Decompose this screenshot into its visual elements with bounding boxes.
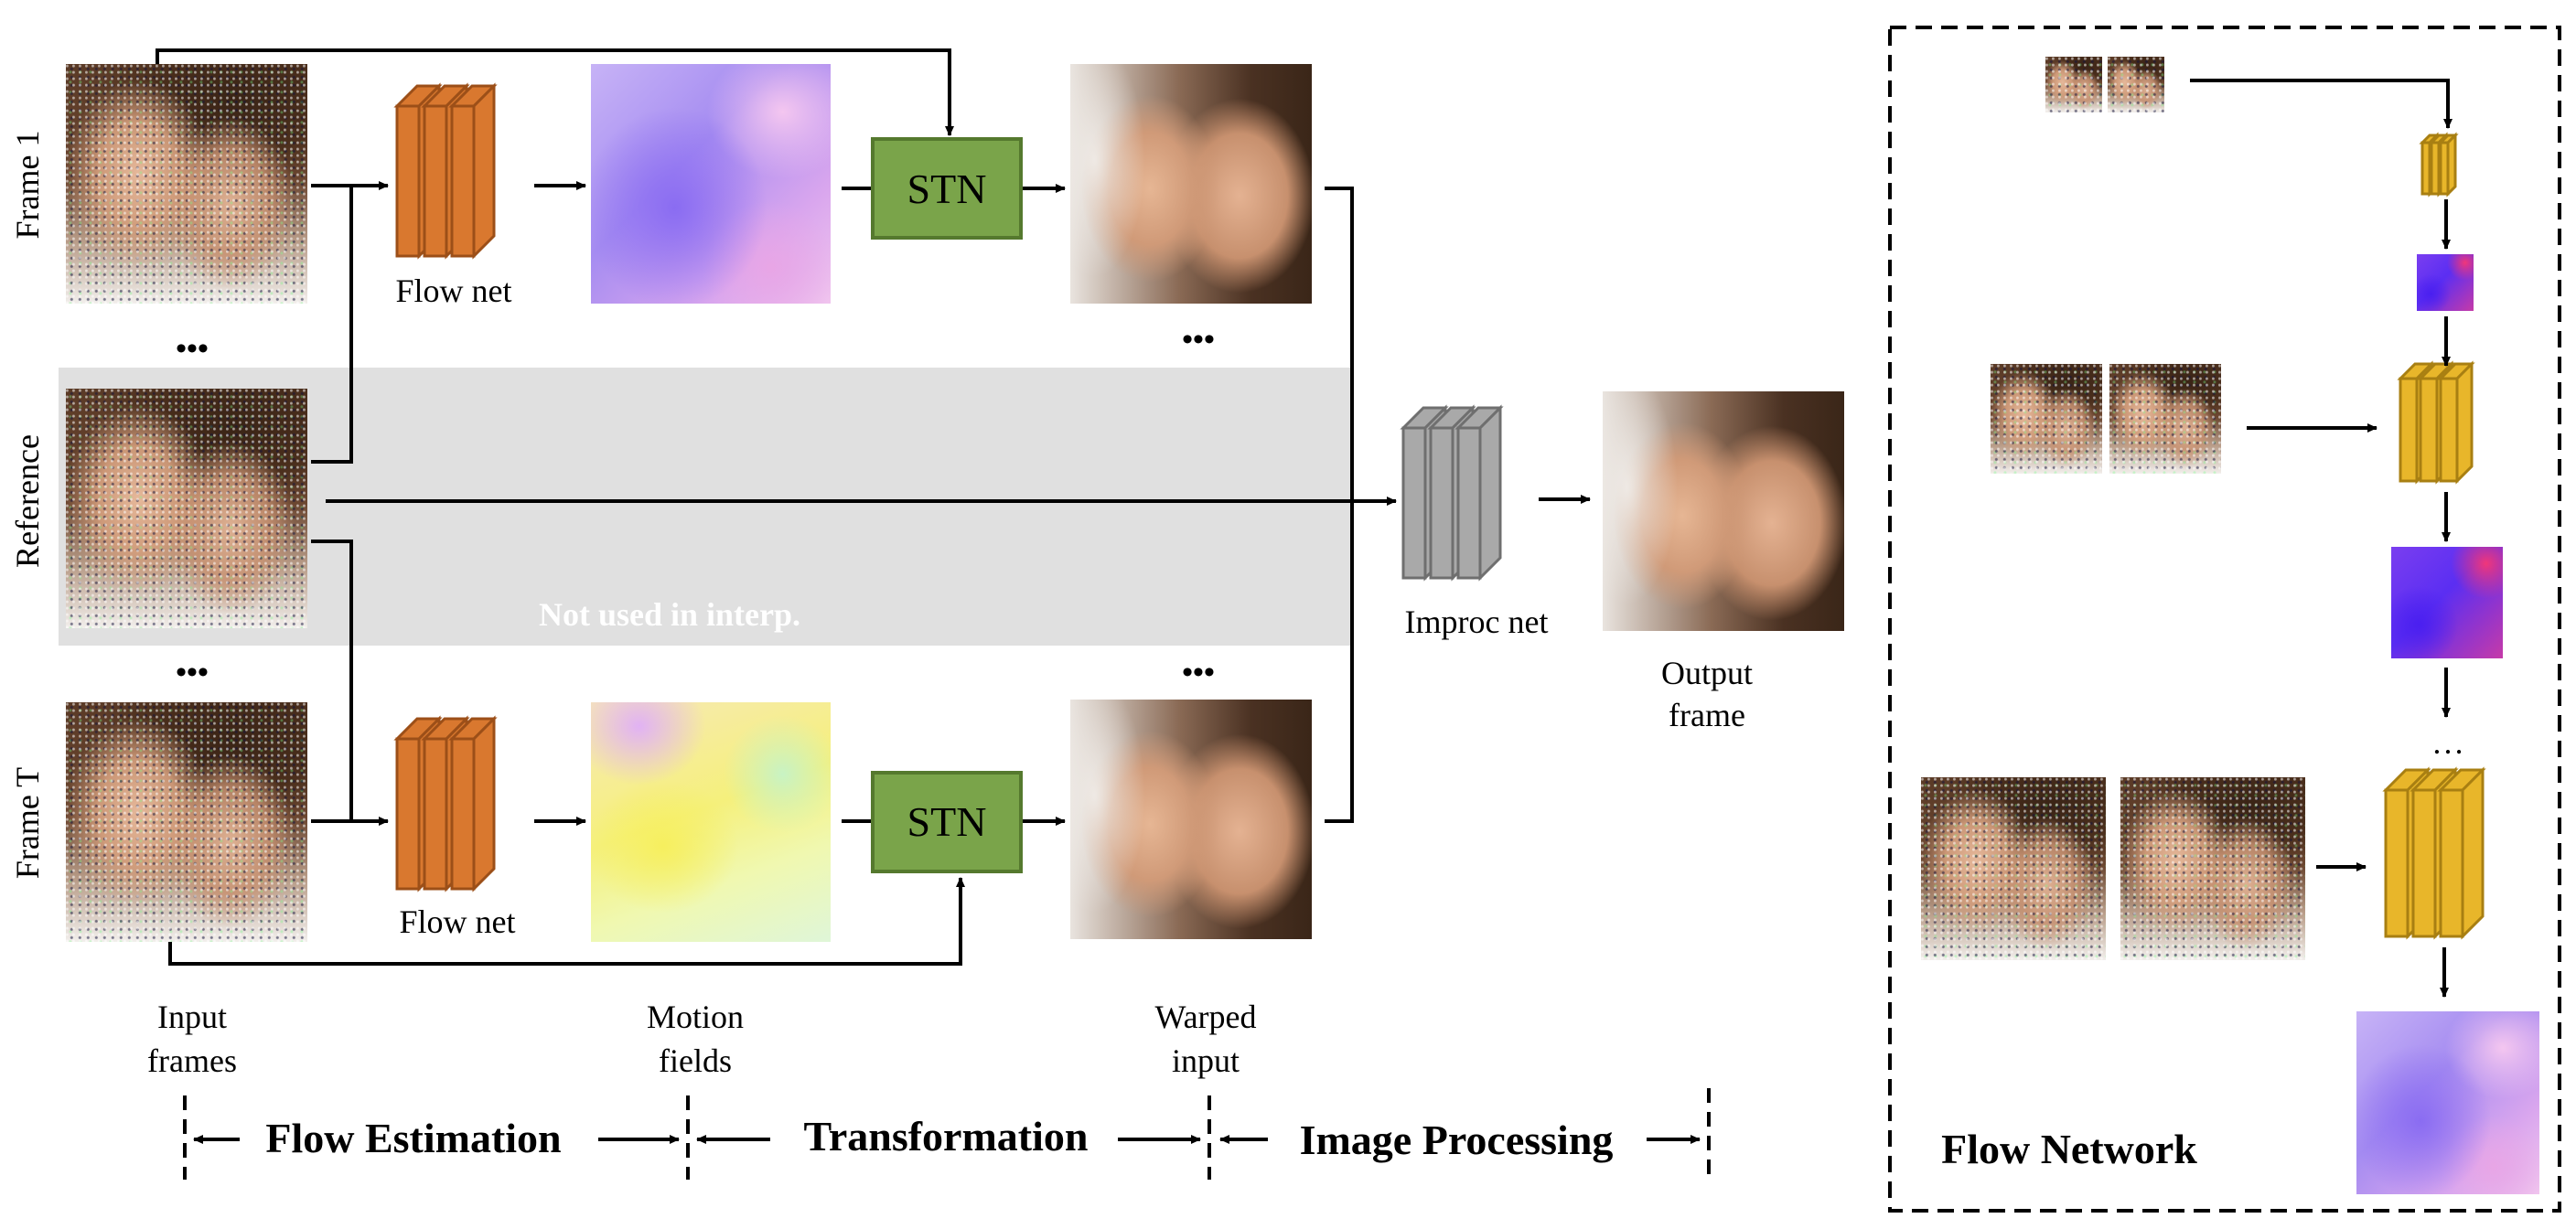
output-frame-label-1: Output [1661, 655, 1753, 691]
conv-slab-front [2430, 141, 2441, 196]
conv-slab-front [2439, 141, 2450, 196]
conv-slab-front [1401, 426, 1427, 580]
reference-band-note: Not used in interp. [539, 596, 800, 633]
flow-network-large-icon [2382, 766, 2486, 940]
flow-network-large-frame-b [2120, 777, 2305, 960]
conv-slab-front [450, 104, 476, 258]
input-reference-image [66, 389, 307, 628]
conv-slab-front [423, 737, 448, 891]
conv-slab-side [2455, 360, 2474, 485]
flow-net-bottom-icon [393, 715, 498, 892]
skip-line-bottom [168, 877, 965, 966]
conv-slab-side [1478, 404, 1502, 582]
conv-slab-front [2439, 788, 2464, 938]
conv-slab-front [450, 737, 476, 891]
conv-slab-side [472, 715, 496, 892]
conv-slab-front [2384, 788, 2410, 938]
stage-label-image-processing: Image Processing [1300, 1117, 1614, 1163]
stn-top-box [871, 137, 1023, 240]
fn-arrow-tiny-to-block [2190, 79, 2453, 129]
column-label-input-1: Input [157, 999, 227, 1035]
side-label-frame-t: Frame T [9, 767, 46, 879]
column-label-warped-1: Warped [1154, 999, 1256, 1035]
flow-net-top-label: Flow net [395, 273, 511, 309]
ellipsis-flow-network: … [2431, 724, 2464, 761]
input-frame-t-image [66, 702, 307, 942]
output-frame-image [1603, 391, 1844, 631]
column-label-motion-2: fields [659, 1042, 732, 1079]
flow-network-large-frame-a [1921, 777, 2106, 960]
conv-slab-front [2411, 788, 2437, 938]
conv-slab-side [472, 82, 496, 260]
improc-net-icon [1400, 404, 1504, 582]
warped-input-bottom-image [1070, 700, 1312, 939]
flow-network-flow-medium [2391, 547, 2503, 658]
stn-bottom-box [871, 771, 1023, 873]
column-label-motion-1: Motion [647, 999, 744, 1035]
flow-network-tiny-frame-a [2045, 57, 2102, 112]
ellipsis-warped-top: ••• [1182, 323, 1215, 357]
skip-line-top [156, 48, 954, 136]
flow-network-mid-icon [2397, 360, 2475, 485]
ellipsis-warped-bottom: ••• [1182, 656, 1215, 689]
stage-label-transformation: Transformation [804, 1113, 1089, 1160]
stage-label-flow-estimation: Flow Estimation [265, 1115, 561, 1161]
stn-top-label: STN [907, 166, 987, 212]
column-label-input-2: frames [147, 1042, 237, 1079]
conv-slab-front [1429, 426, 1454, 580]
line-reference-to-flownet-top [311, 186, 353, 464]
conv-slab-front [2399, 377, 2419, 483]
line-reference-to-flownet-bottom [311, 540, 353, 821]
flow-network-flow-large [2356, 1011, 2539, 1194]
line-warped-bottom-to-improc [1325, 501, 1354, 823]
flow-network-flow-small [2417, 254, 2474, 311]
conv-slab-front [2419, 377, 2439, 483]
motion-field-top-image [591, 64, 831, 304]
input-frame-1-image [66, 64, 307, 304]
improc-net-label: Improc net [1405, 604, 1549, 640]
motion-field-bottom-image [591, 702, 831, 942]
flow-network-mid-frame-a [1991, 364, 2102, 474]
conv-slab-front [395, 104, 421, 258]
output-frame-label-2: frame [1669, 697, 1745, 733]
flow-network-panel [1888, 26, 2561, 1213]
flow-net-top-icon [393, 82, 498, 260]
conv-slab-front [395, 737, 421, 891]
column-label-warped-2: input [1172, 1042, 1240, 1079]
flow-network-title: Flow Network [1941, 1126, 2197, 1172]
conv-slab-front [423, 104, 448, 258]
flow-net-bottom-label: Flow net [399, 903, 515, 940]
side-label-reference: Reference [9, 434, 46, 568]
conv-slab-front [2439, 377, 2459, 483]
flow-network-mid-frame-b [2109, 364, 2221, 474]
conv-slab-front [1456, 426, 1482, 580]
side-label-frame-1: Frame 1 [9, 131, 46, 240]
flow-network-tiny-icon [2419, 132, 2459, 198]
conv-slab-side [2461, 766, 2485, 940]
ellipsis-input-top: ••• [176, 332, 209, 366]
line-warped-top-to-improc [1325, 187, 1354, 501]
warped-input-top-image [1070, 64, 1312, 304]
ellipsis-input-bottom: ••• [176, 656, 209, 689]
stn-bottom-label: STN [907, 798, 987, 845]
flow-network-tiny-frame-b [2108, 57, 2164, 112]
conv-slab-front [2420, 141, 2431, 196]
